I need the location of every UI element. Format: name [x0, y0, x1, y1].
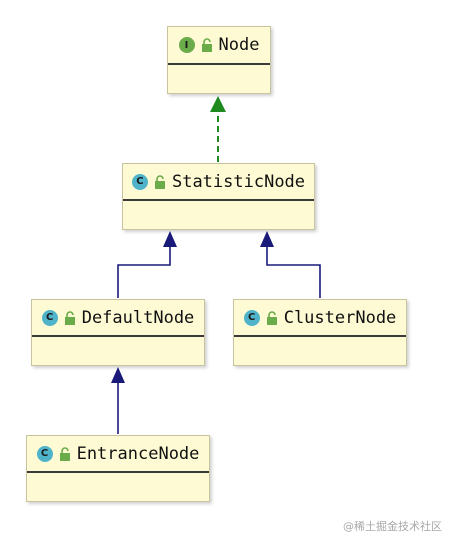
uml-node-statisticnode[interactable]: C StatisticNode [122, 163, 315, 230]
uml-node-clusternode[interactable]: C ClusterNode [233, 299, 407, 366]
class-icon: C [41, 309, 58, 326]
node-header: C DefaultNode [32, 300, 204, 337]
watermark: @稀土掘金技术社区 [343, 520, 442, 533]
node-name: Node [218, 35, 260, 55]
class-icon: C [243, 309, 260, 326]
lock-icon [154, 174, 165, 189]
lock-icon [59, 446, 70, 461]
node-header: C StatisticNode [123, 164, 314, 201]
edge-arrowhead-statisticnode-left [163, 231, 177, 247]
node-name: ClusterNode [283, 307, 397, 328]
node-name: EntranceNode [76, 443, 200, 464]
node-header: I Node [168, 27, 270, 65]
node-name: DefaultNode [81, 307, 195, 328]
node-name: StatisticNode [171, 171, 306, 192]
edge-arrowhead-statisticnode-right [260, 231, 274, 247]
node-header: C EntranceNode [27, 436, 209, 473]
node-header: C ClusterNode [234, 300, 406, 337]
class-icon: C [131, 173, 148, 190]
edge-clusternode-statisticnode [266, 246, 321, 298]
edge-arrowhead-defaultnode [111, 367, 125, 383]
edge-arrowhead-node [210, 96, 226, 112]
edge-defaultnode-statisticnode [117, 246, 171, 298]
lock-icon [266, 310, 277, 325]
interface-icon: I [178, 37, 195, 53]
lock-icon [64, 310, 75, 325]
lock-icon [201, 38, 212, 52]
uml-node-node[interactable]: I Node [167, 26, 271, 94]
class-icon: C [36, 445, 53, 462]
uml-node-defaultnode[interactable]: C DefaultNode [31, 299, 205, 366]
uml-node-entrancenode[interactable]: C EntranceNode [26, 435, 210, 502]
